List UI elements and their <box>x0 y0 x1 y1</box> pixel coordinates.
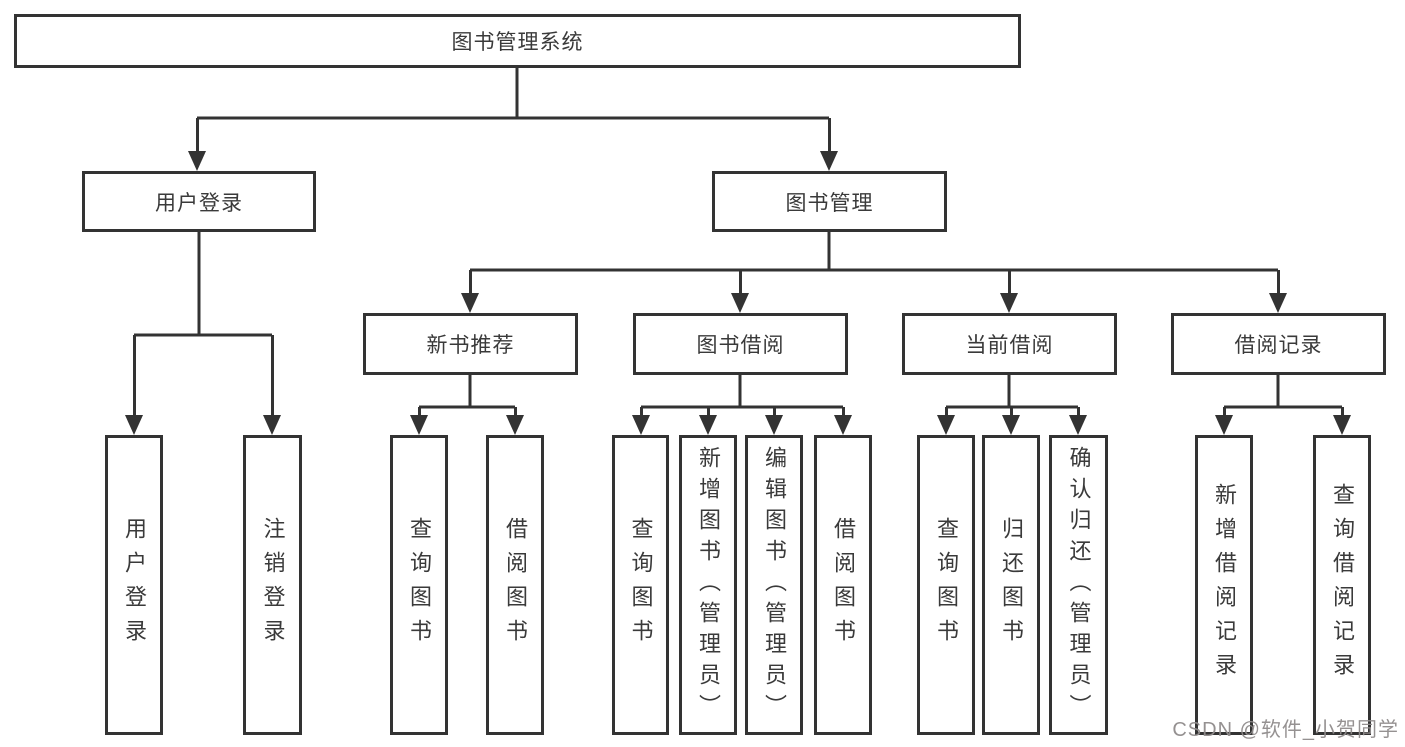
arrow-to-nbr-borrow-book <box>506 407 524 435</box>
arrow-to-leaf-logout <box>263 335 281 435</box>
arrow-to-bb-add-book <box>699 407 717 435</box>
leaf-bb-edit-book-label: 编辑图书（管理员） <box>762 445 787 725</box>
arrow-to-leaf-user-login <box>125 335 143 435</box>
arrow-to-bb-query-book <box>632 407 650 435</box>
arrow-to-cb-query-book <box>937 407 955 435</box>
connector-book-borrow-branch <box>641 405 843 409</box>
node-borrow-records: 借阅记录 <box>1171 313 1386 375</box>
arrow-to-nbr-query-book <box>410 407 428 435</box>
connector-current-borrow-stem <box>1007 375 1011 407</box>
leaf-user-login: 用户登录 <box>105 435 163 735</box>
arrow-to-current-borrow <box>1000 270 1018 313</box>
leaf-nbr-borrow-book-label: 借阅图书 <box>503 517 528 653</box>
leaf-br-add-record-label: 新增借阅记录 <box>1212 483 1237 687</box>
connector-new-book-rec-stem <box>468 375 472 407</box>
node-current-borrow: 当前借阅 <box>902 313 1117 375</box>
arrow-to-cb-return-book <box>1002 407 1020 435</box>
node-book-management-label: 图书管理 <box>785 191 874 215</box>
arrow-to-book-borrow <box>731 270 749 313</box>
node-library-system: 图书管理系统 <box>14 14 1021 68</box>
connector-book-management-branch <box>470 268 1278 272</box>
leaf-logout-label: 注销登录 <box>260 517 286 653</box>
node-book-borrow-label: 图书借阅 <box>696 334 785 357</box>
leaf-bb-borrow-book-label: 借阅图书 <box>831 517 856 653</box>
connector-borrow-records-stem <box>1276 375 1280 407</box>
node-user-login-label: 用户登录 <box>155 191 243 215</box>
arrow-to-bb-borrow-book <box>834 407 852 435</box>
arrow-to-new-book-rec <box>461 270 479 313</box>
arrow-to-book-management <box>820 118 838 171</box>
leaf-bb-add-book-label: 新增图书（管理员） <box>696 445 721 725</box>
node-current-borrow-label: 当前借阅 <box>965 334 1054 357</box>
leaf-nbr-query-book-label: 查询图书 <box>407 517 432 653</box>
connector-root-branch <box>197 116 829 120</box>
node-new-book-rec-label: 新书推荐 <box>426 334 515 357</box>
leaf-bb-query-book-label: 查询图书 <box>628 517 654 653</box>
leaf-cb-confirm-return: 确认归还（管理员） <box>1049 435 1108 735</box>
arrow-to-br-query-record <box>1333 407 1351 435</box>
node-borrow-records-label: 借阅记录 <box>1234 334 1323 357</box>
leaf-user-login-label: 用户登录 <box>122 517 147 653</box>
connector-book-management-stem <box>827 232 831 270</box>
arrow-to-borrow-records <box>1269 270 1287 313</box>
connector-root-trunk <box>515 68 519 119</box>
leaf-cb-return-book: 归还图书 <box>982 435 1040 735</box>
leaf-cb-confirm-return-label: 确认归还（管理员） <box>1066 445 1092 725</box>
leaf-bb-query-book: 查询图书 <box>612 435 669 735</box>
connector-book-borrow-stem <box>738 375 742 407</box>
node-new-book-rec: 新书推荐 <box>363 313 578 375</box>
leaf-br-query-record-label: 查询借阅记录 <box>1330 483 1355 687</box>
node-book-management: 图书管理 <box>712 171 947 232</box>
leaf-bb-borrow-book: 借阅图书 <box>814 435 872 735</box>
connector-borrow-records-branch <box>1224 405 1342 409</box>
leaf-bb-add-book: 新增图书（管理员） <box>679 435 737 735</box>
leaf-nbr-borrow-book: 借阅图书 <box>486 435 544 735</box>
connector-new-book-rec-branch <box>419 405 515 409</box>
leaf-cb-return-book-label: 归还图书 <box>999 517 1024 653</box>
watermark: CSDN @软件_小贺同学 <box>1172 719 1399 741</box>
node-book-borrow: 图书借阅 <box>633 313 848 375</box>
arrow-to-br-add-record <box>1215 407 1233 435</box>
leaf-br-add-record: 新增借阅记录 <box>1195 435 1253 735</box>
leaf-bb-edit-book: 编辑图书（管理员） <box>745 435 803 735</box>
connector-user-login-stem <box>197 232 201 335</box>
leaf-cb-query-book-label: 查询图书 <box>934 517 959 653</box>
leaf-logout: 注销登录 <box>243 435 302 735</box>
leaf-cb-query-book: 查询图书 <box>917 435 975 735</box>
leaf-nbr-query-book: 查询图书 <box>390 435 448 735</box>
arrow-to-user-login <box>188 118 206 171</box>
connector-user-login-branch <box>134 333 272 337</box>
node-user-login: 用户登录 <box>82 171 316 232</box>
node-library-system-label: 图书管理系统 <box>451 31 584 54</box>
arrow-to-bb-edit-book <box>765 407 783 435</box>
leaf-br-query-record: 查询借阅记录 <box>1313 435 1371 735</box>
arrow-to-cb-confirm-return <box>1069 407 1087 435</box>
